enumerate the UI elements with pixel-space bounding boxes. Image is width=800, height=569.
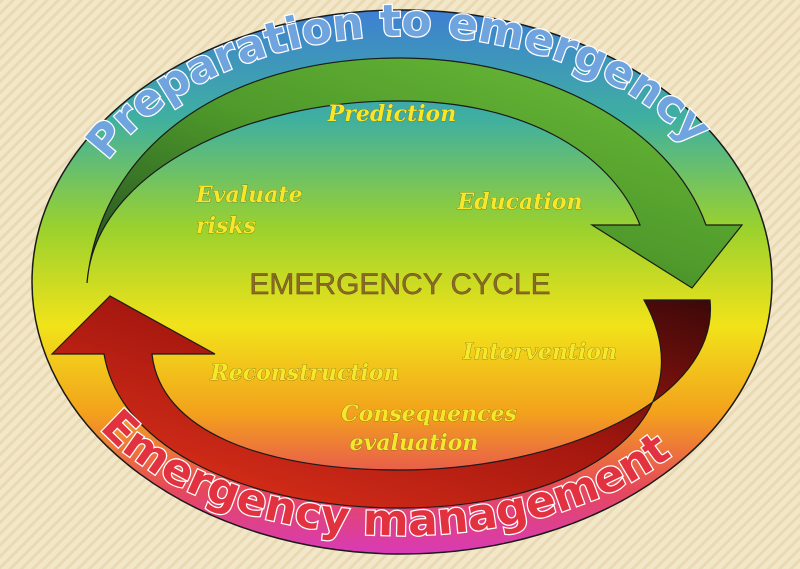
stage-evaluate-risks-line2: risks	[196, 213, 256, 239]
center-title: EMERGENCY CYCLE	[249, 268, 550, 301]
upper-cycle-arrow	[86, 57, 744, 289]
stage-intervention: Intervention	[462, 339, 617, 365]
stage-prediction: Prediction	[327, 101, 456, 127]
stage-evaluate-risks-line1: Evaluate	[195, 182, 303, 208]
stage-consequences-line2: evaluation	[350, 430, 479, 456]
lower-cycle-arrow	[50, 295, 711, 509]
stage-education: Education	[457, 189, 583, 215]
stage-reconstruction: Reconstruction	[209, 360, 399, 386]
stage-consequences-line1: Consequences	[341, 401, 517, 427]
